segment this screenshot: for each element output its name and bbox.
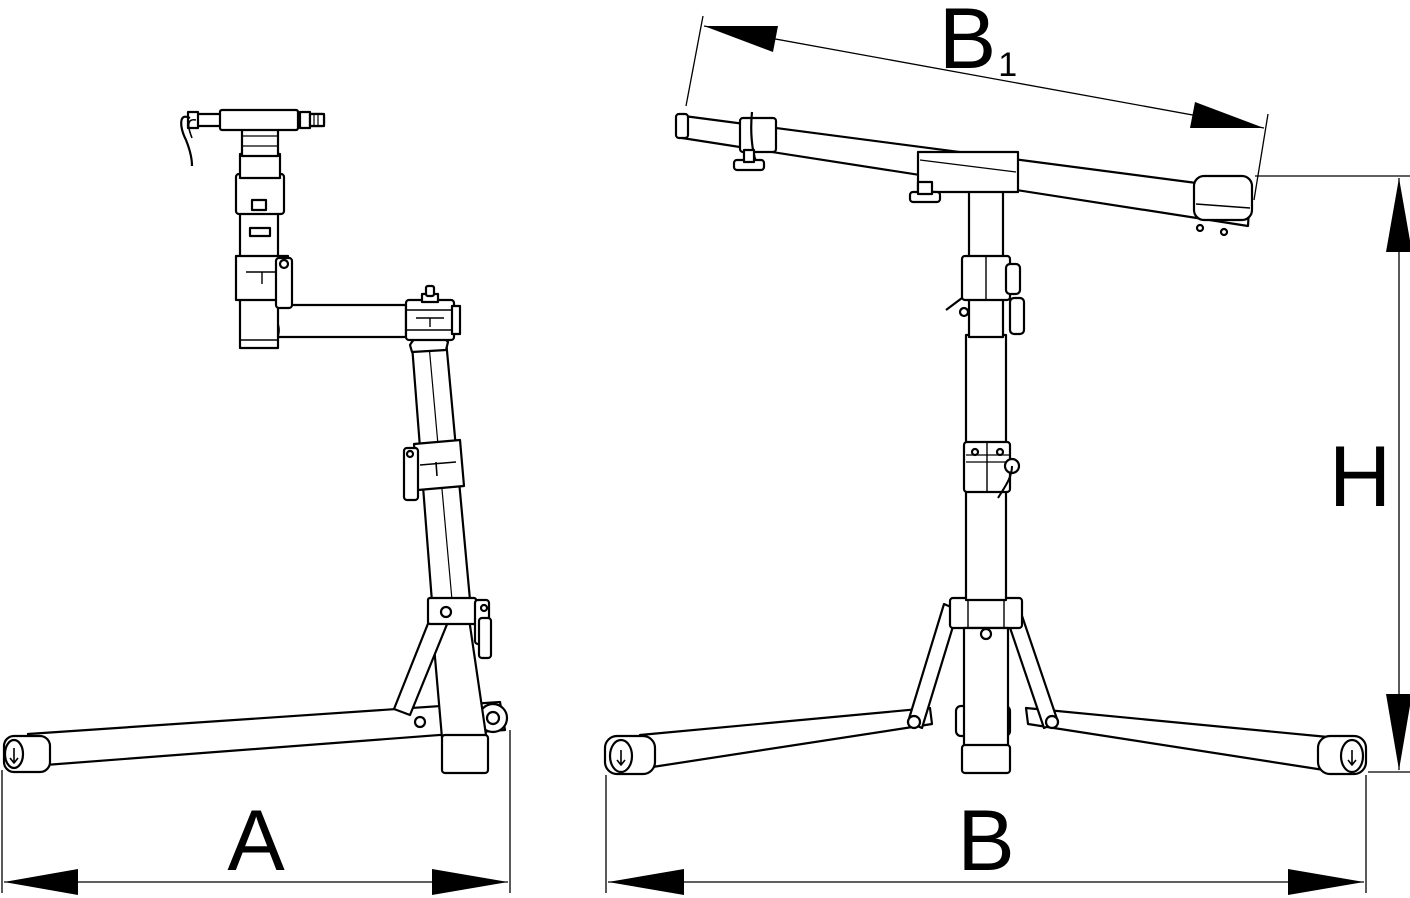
dim-b-arrow-right [1288,869,1364,895]
dim-h-arrow-bottom [1386,694,1410,770]
front-view-upper-clamp [945,254,1026,336]
dim-b1-arrow-right [1190,102,1264,128]
dim-b1-subscript: 1 [998,46,1017,84]
front-view-hub [948,596,1024,775]
front-view-stand [603,111,1368,776]
front-view-top-bar [674,112,1254,237]
dim-b1-line [703,25,1265,129]
side-view-arm-clamp [404,284,462,342]
front-view-legs [603,706,1368,776]
side-view-middle-clamp [402,438,466,502]
dim-a-arrow-right [432,869,508,895]
dim-b1-letter: B [939,0,996,87]
front-view-lower-clamp [962,440,1021,499]
front-view-top-knobs [732,111,942,204]
side-view-stand [2,108,509,775]
dimension-lines [1,15,1410,893]
side-view-base-leg [2,700,509,774]
side-view-lower-clamp [426,596,493,660]
side-view-top-axle [180,108,326,167]
dim-a-label: A [227,793,285,889]
side-view-arm [265,303,408,341]
dim-b1-ext-left [685,15,704,107]
dim-a-arrow-left [4,869,78,895]
dim-h-label: H [1329,429,1391,525]
dimension-arrows [4,26,1410,895]
dim-b1-ext-right [1253,113,1269,201]
dim-b-label: B [957,793,1014,889]
dim-b1-arrow-left [704,26,778,52]
front-view-mast [964,183,1008,602]
dim-h-arrow-top [1386,178,1410,252]
dim-b-arrow-left [608,869,684,895]
dim-b1-label: B1 [939,0,1017,87]
